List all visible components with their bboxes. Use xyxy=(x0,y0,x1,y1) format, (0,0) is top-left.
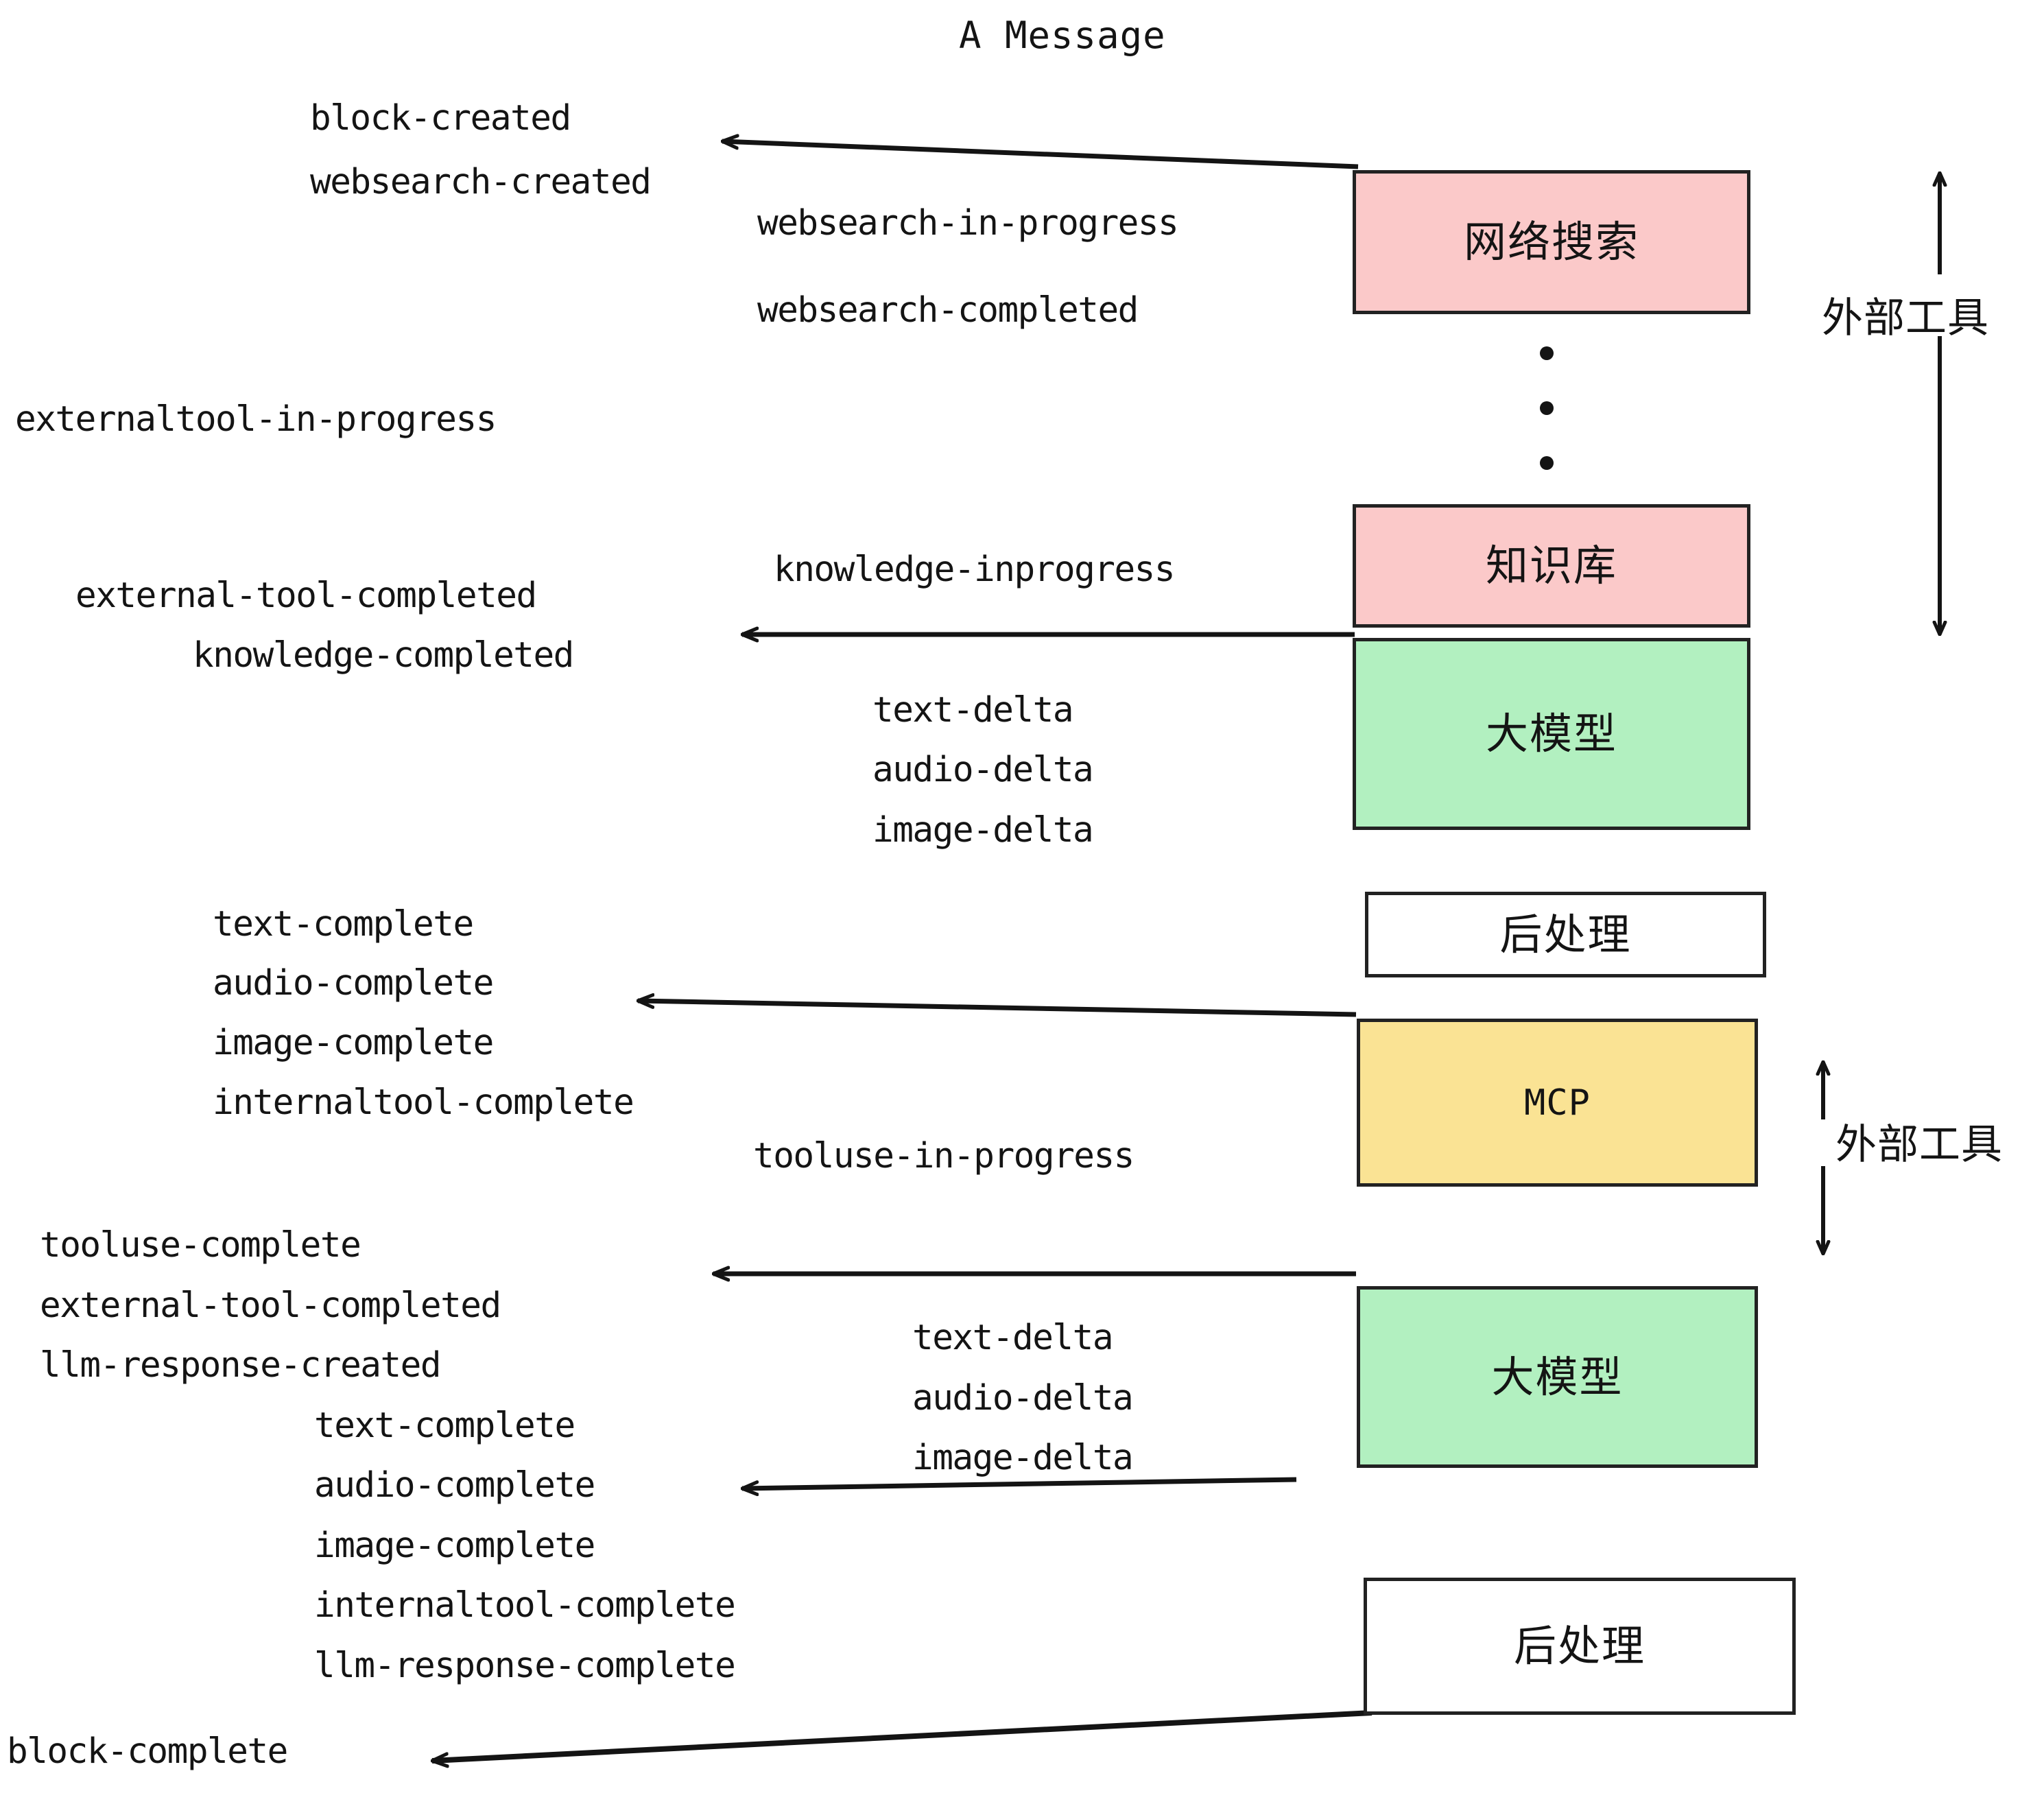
page-title: A Message xyxy=(959,14,1166,57)
event-externaltool-in-progress: externaltool-in-progress xyxy=(15,399,497,440)
node-postprocess-1-label: 后处理 xyxy=(1499,909,1632,960)
arrow-image-complete xyxy=(638,1001,1357,1017)
event-external-tool-completed-1: external-tool-completed xyxy=(75,575,537,616)
node-postprocess-2-label: 后处理 xyxy=(1513,1621,1645,1671)
node-llm-1-label: 大模型 xyxy=(1485,709,1617,759)
event-knowledge-completed: knowledge-completed xyxy=(193,635,574,676)
node-llm-2-label: 大模型 xyxy=(1491,1351,1624,1402)
node-llm-2[interactable]: 大模型 xyxy=(1357,1286,1758,1468)
event-websearch-created: websearch-created xyxy=(310,162,652,202)
event-audio-complete-2: audio-complete xyxy=(314,1465,595,1506)
event-text-delta-1: text-delta xyxy=(872,690,1074,731)
node-websearch-label: 网络搜索 xyxy=(1463,217,1639,267)
node-llm-1[interactable]: 大模型 xyxy=(1353,638,1750,830)
node-knowledge-label: 知识库 xyxy=(1485,541,1617,591)
arrow-block-created xyxy=(722,141,1359,169)
event-internaltool-complete-1: internaltool-complete xyxy=(213,1082,634,1123)
vertical-ellipsis xyxy=(1539,346,1554,470)
node-postprocess-2[interactable]: 后处理 xyxy=(1364,1578,1796,1715)
event-knowledge-inprogress: knowledge-inprogress xyxy=(774,549,1176,590)
node-websearch[interactable]: 网络搜索 xyxy=(1353,170,1750,314)
event-llm-response-created: llm-response-created xyxy=(40,1345,442,1386)
event-text-complete-2: text-complete xyxy=(314,1405,575,1446)
node-mcp[interactable]: MCP xyxy=(1357,1019,1758,1187)
group-label-external-tools-bottom: 外部工具 xyxy=(1835,1121,2003,1169)
event-image-delta-1: image-delta xyxy=(872,810,1094,851)
event-image-complete-2: image-complete xyxy=(314,1526,595,1566)
event-text-delta-2: text-delta xyxy=(912,1318,1114,1358)
event-block-created: block-created xyxy=(310,98,571,139)
arrow-block-complete xyxy=(432,1710,1372,1761)
group-label-external-tools-top: 外部工具 xyxy=(1822,294,1989,342)
event-audio-delta-1: audio-delta xyxy=(872,750,1094,790)
event-websearch-completed: websearch-completed xyxy=(757,290,1139,331)
event-tooluse-in-progress: tooluse-in-progress xyxy=(753,1136,1134,1176)
event-internaltool-complete-2: internaltool-complete xyxy=(314,1585,736,1626)
event-audio-delta-2: audio-delta xyxy=(912,1378,1134,1419)
event-llm-response-complete: llm-response-complete xyxy=(314,1646,736,1686)
event-websearch-in-progress: websearch-in-progress xyxy=(757,203,1179,244)
arrow-audio-complete xyxy=(742,1477,1297,1488)
event-block-complete: block-complete xyxy=(7,1731,288,1772)
event-tooluse-complete: tooluse-complete xyxy=(40,1225,361,1266)
node-knowledge[interactable]: 知识库 xyxy=(1353,504,1750,628)
node-mcp-label: MCP xyxy=(1524,1082,1591,1124)
event-audio-complete-1: audio-complete xyxy=(213,963,494,1004)
node-postprocess-1[interactable]: 后处理 xyxy=(1365,892,1766,977)
event-text-complete-1: text-complete xyxy=(213,904,474,945)
event-image-delta-2: image-delta xyxy=(912,1438,1134,1478)
event-image-complete-1: image-complete xyxy=(213,1023,494,1063)
event-external-tool-completed-2: external-tool-completed xyxy=(40,1285,501,1326)
